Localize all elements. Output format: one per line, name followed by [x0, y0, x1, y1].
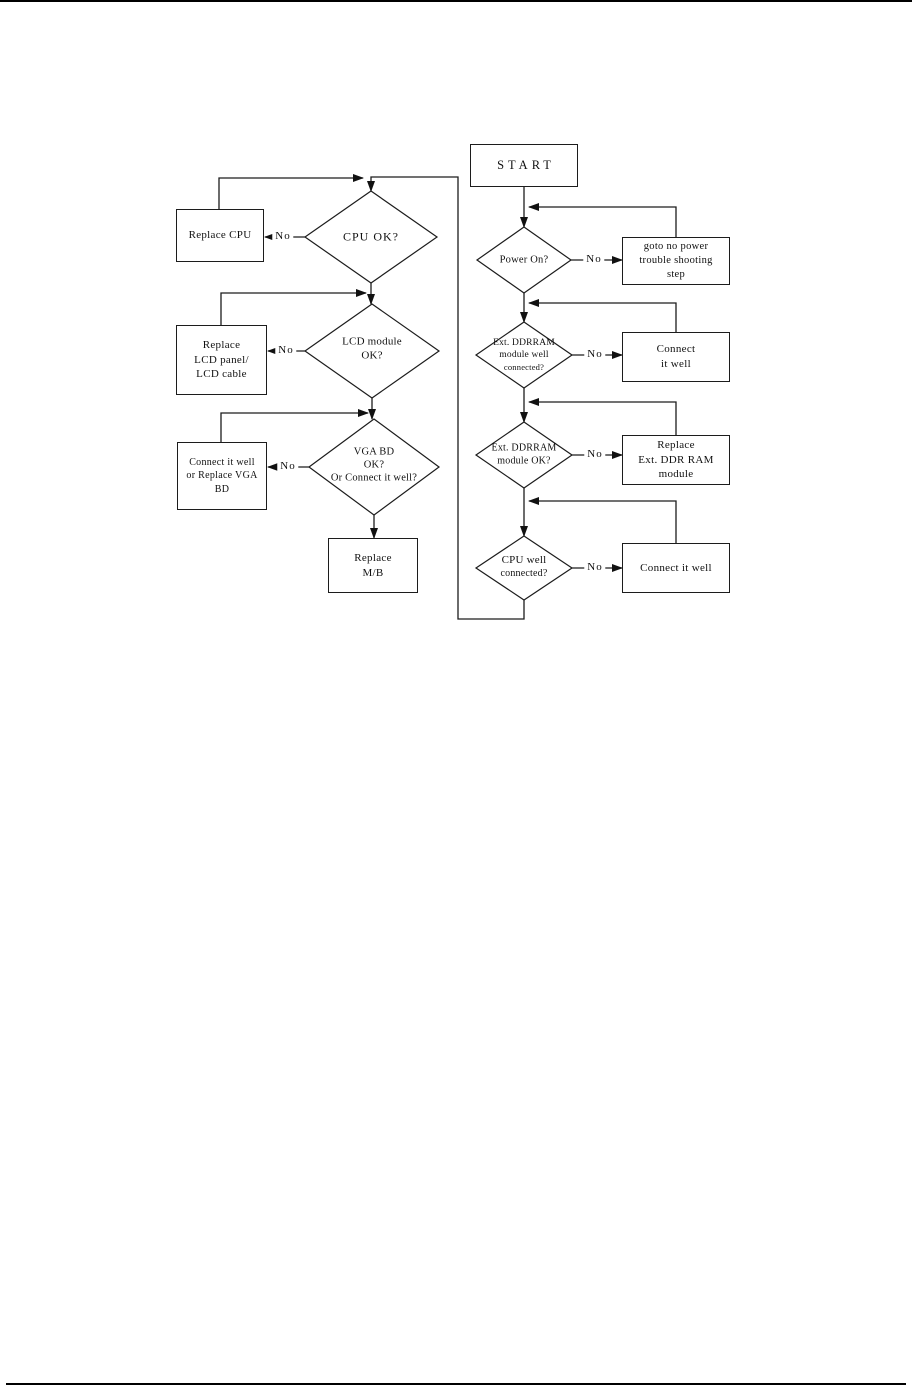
- node-text-line: Replace: [657, 439, 695, 452]
- no-label-cpu-connected: No: [584, 561, 606, 573]
- node-text-line: Connect: [656, 343, 696, 356]
- decision-power-on: Power On?: [500, 253, 549, 266]
- node-text-line: LCD cable: [196, 368, 247, 381]
- node-text-line: Power On?: [499, 254, 549, 266]
- decision-lcd-module-ok: LCD module OK?: [342, 335, 402, 363]
- decision-ext-ddrram-ok-shape: [474, 421, 574, 489]
- node-text-line: Connect it well: [640, 561, 712, 574]
- node-text-line: module: [658, 468, 694, 481]
- node-text-line: LCD panel/: [194, 353, 249, 366]
- decision-power-on-shape: [475, 226, 573, 294]
- action-connect-or-replace-vga-bd: Connect it well or Replace VGA BD: [177, 442, 267, 510]
- action-connect-it-well-1: Connect it well: [622, 332, 730, 382]
- node-text-line: Ext. DDR RAM: [638, 453, 714, 466]
- no-label-vga: No: [277, 460, 299, 472]
- node-text-line: Replace: [354, 551, 392, 564]
- edge-loop-replace-cpu: [218, 174, 364, 209]
- node-text-line: Replace: [202, 339, 241, 352]
- decision-cpu-connected-shape: [474, 535, 574, 601]
- node-text-line: it well: [661, 358, 691, 370]
- decision-ext-ddrram-ok: Ext. DDRRAM module OK?: [492, 443, 557, 468]
- node-text-line: Or Connect it well?: [330, 472, 418, 484]
- node-text-line: OK?: [363, 459, 385, 471]
- edge-loop-replace-lcd: [220, 289, 367, 325]
- node-text-line: VGA BD: [353, 446, 395, 458]
- node-text-line: connected?: [503, 361, 545, 372]
- decision-cpu-ok-shape: [303, 190, 439, 284]
- node-text-line: OK?: [361, 349, 383, 361]
- node-text-line: CPU OK?: [342, 229, 400, 244]
- node-text-line: module OK?: [497, 455, 551, 466]
- no-label-cpu-ok: No: [272, 230, 294, 242]
- node-text-line: module well: [499, 349, 549, 360]
- start-node: START: [470, 144, 578, 187]
- page-bottom-rule: [6, 1383, 906, 1385]
- action-connect-it-well-2: Connect it well: [622, 543, 730, 593]
- edge-cpu-connected-to-cpu-ok: [367, 176, 525, 620]
- node-text-line: trouble shooting: [639, 255, 713, 267]
- action-replace-ext-ddrram: Replace Ext. DDR RAM module: [622, 435, 730, 485]
- action-replace-cpu: Replace CPU: [176, 209, 264, 262]
- edge-loop-replace-ext: [528, 398, 677, 435]
- edge-loop-connect-1: [528, 299, 677, 332]
- node-text-line: Replace CPU: [188, 229, 252, 242]
- no-label-ext-connected: No: [584, 348, 606, 360]
- node-text-line: M/B: [362, 566, 384, 579]
- node-text-line: goto no power: [643, 241, 709, 253]
- no-label-power-on: No: [583, 253, 605, 265]
- edge-loop-connect-vga: [220, 409, 369, 442]
- node-text-line: connected?: [500, 567, 548, 579]
- action-replace-lcd: Replace LCD panel/ LCD cable: [176, 325, 267, 395]
- action-goto-no-power: goto no power trouble shooting step: [622, 237, 730, 285]
- node-text-line: Ext. DDRRAM: [493, 337, 555, 348]
- node-text-line: START: [497, 158, 555, 173]
- action-replace-mb: Replace M/B: [328, 538, 418, 593]
- decision-vga-bd-ok: VGA BD OK? Or Connect it well?: [331, 445, 417, 484]
- node-text-line: step: [666, 268, 686, 280]
- decision-cpu-connected: CPU well connected?: [501, 554, 548, 580]
- decision-ext-ddrram-connected-shape: [474, 321, 574, 389]
- no-label-lcd: No: [275, 344, 297, 356]
- node-text-line: CPU well: [501, 553, 547, 566]
- edge-loop-goto-no-power: [528, 203, 677, 237]
- page-top-rule: [0, 0, 912, 2]
- node-text-line: or Replace VGA: [186, 470, 258, 482]
- node-text-line: LCD module: [342, 335, 402, 348]
- node-text-line: BD: [214, 483, 230, 495]
- node-text-line: Connect it well: [189, 457, 255, 469]
- decision-lcd-module-ok-shape: [303, 303, 441, 399]
- decision-vga-bd-ok-shape: [307, 418, 441, 516]
- no-label-ext-ok: No: [584, 448, 606, 460]
- decision-ext-ddrram-connected: Ext. DDRRAM module well connected?: [493, 338, 555, 372]
- node-text-line: Ext. DDRRAM: [491, 442, 557, 454]
- decision-cpu-ok: CPU OK?: [343, 230, 399, 245]
- edge-loop-connect-2: [528, 497, 677, 543]
